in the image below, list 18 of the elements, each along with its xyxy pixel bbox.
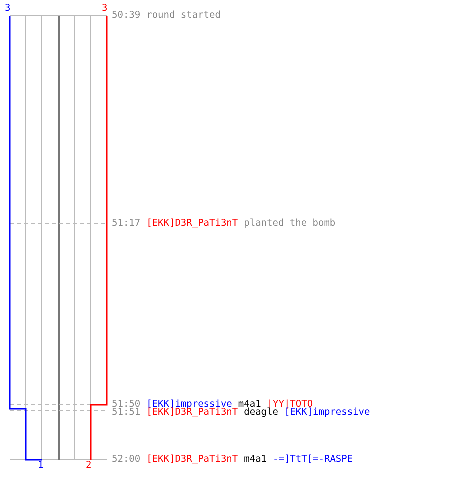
timestamp: 50:39 bbox=[112, 10, 141, 21]
player-count: 1 bbox=[38, 460, 44, 471]
player-name: [EKK]D3R_PaTi3nT bbox=[146, 218, 238, 229]
event-text: round started bbox=[146, 10, 221, 21]
player-name: [EKK]D3R_PaTi3nT bbox=[146, 407, 238, 418]
event-text: planted the bomb bbox=[244, 218, 336, 229]
weapon-name: m4a1 bbox=[244, 454, 268, 465]
player-count: 2 bbox=[86, 460, 92, 471]
player-name: [EKK]D3R_PaTi3nT bbox=[146, 454, 238, 465]
player-name: [EKK]impressive bbox=[284, 407, 370, 418]
weapon-name: deagle bbox=[244, 407, 278, 418]
player-name: -=]TtT[=-RASPE bbox=[273, 454, 354, 465]
player-name: [EKK]impressive bbox=[146, 399, 232, 410]
timestamp: 52:00 bbox=[112, 454, 141, 465]
player-count: 3 bbox=[5, 3, 11, 14]
timestamp: 51:51 bbox=[112, 407, 141, 418]
timestamp: 51:17 bbox=[112, 218, 141, 229]
player-count: 3 bbox=[102, 3, 108, 14]
